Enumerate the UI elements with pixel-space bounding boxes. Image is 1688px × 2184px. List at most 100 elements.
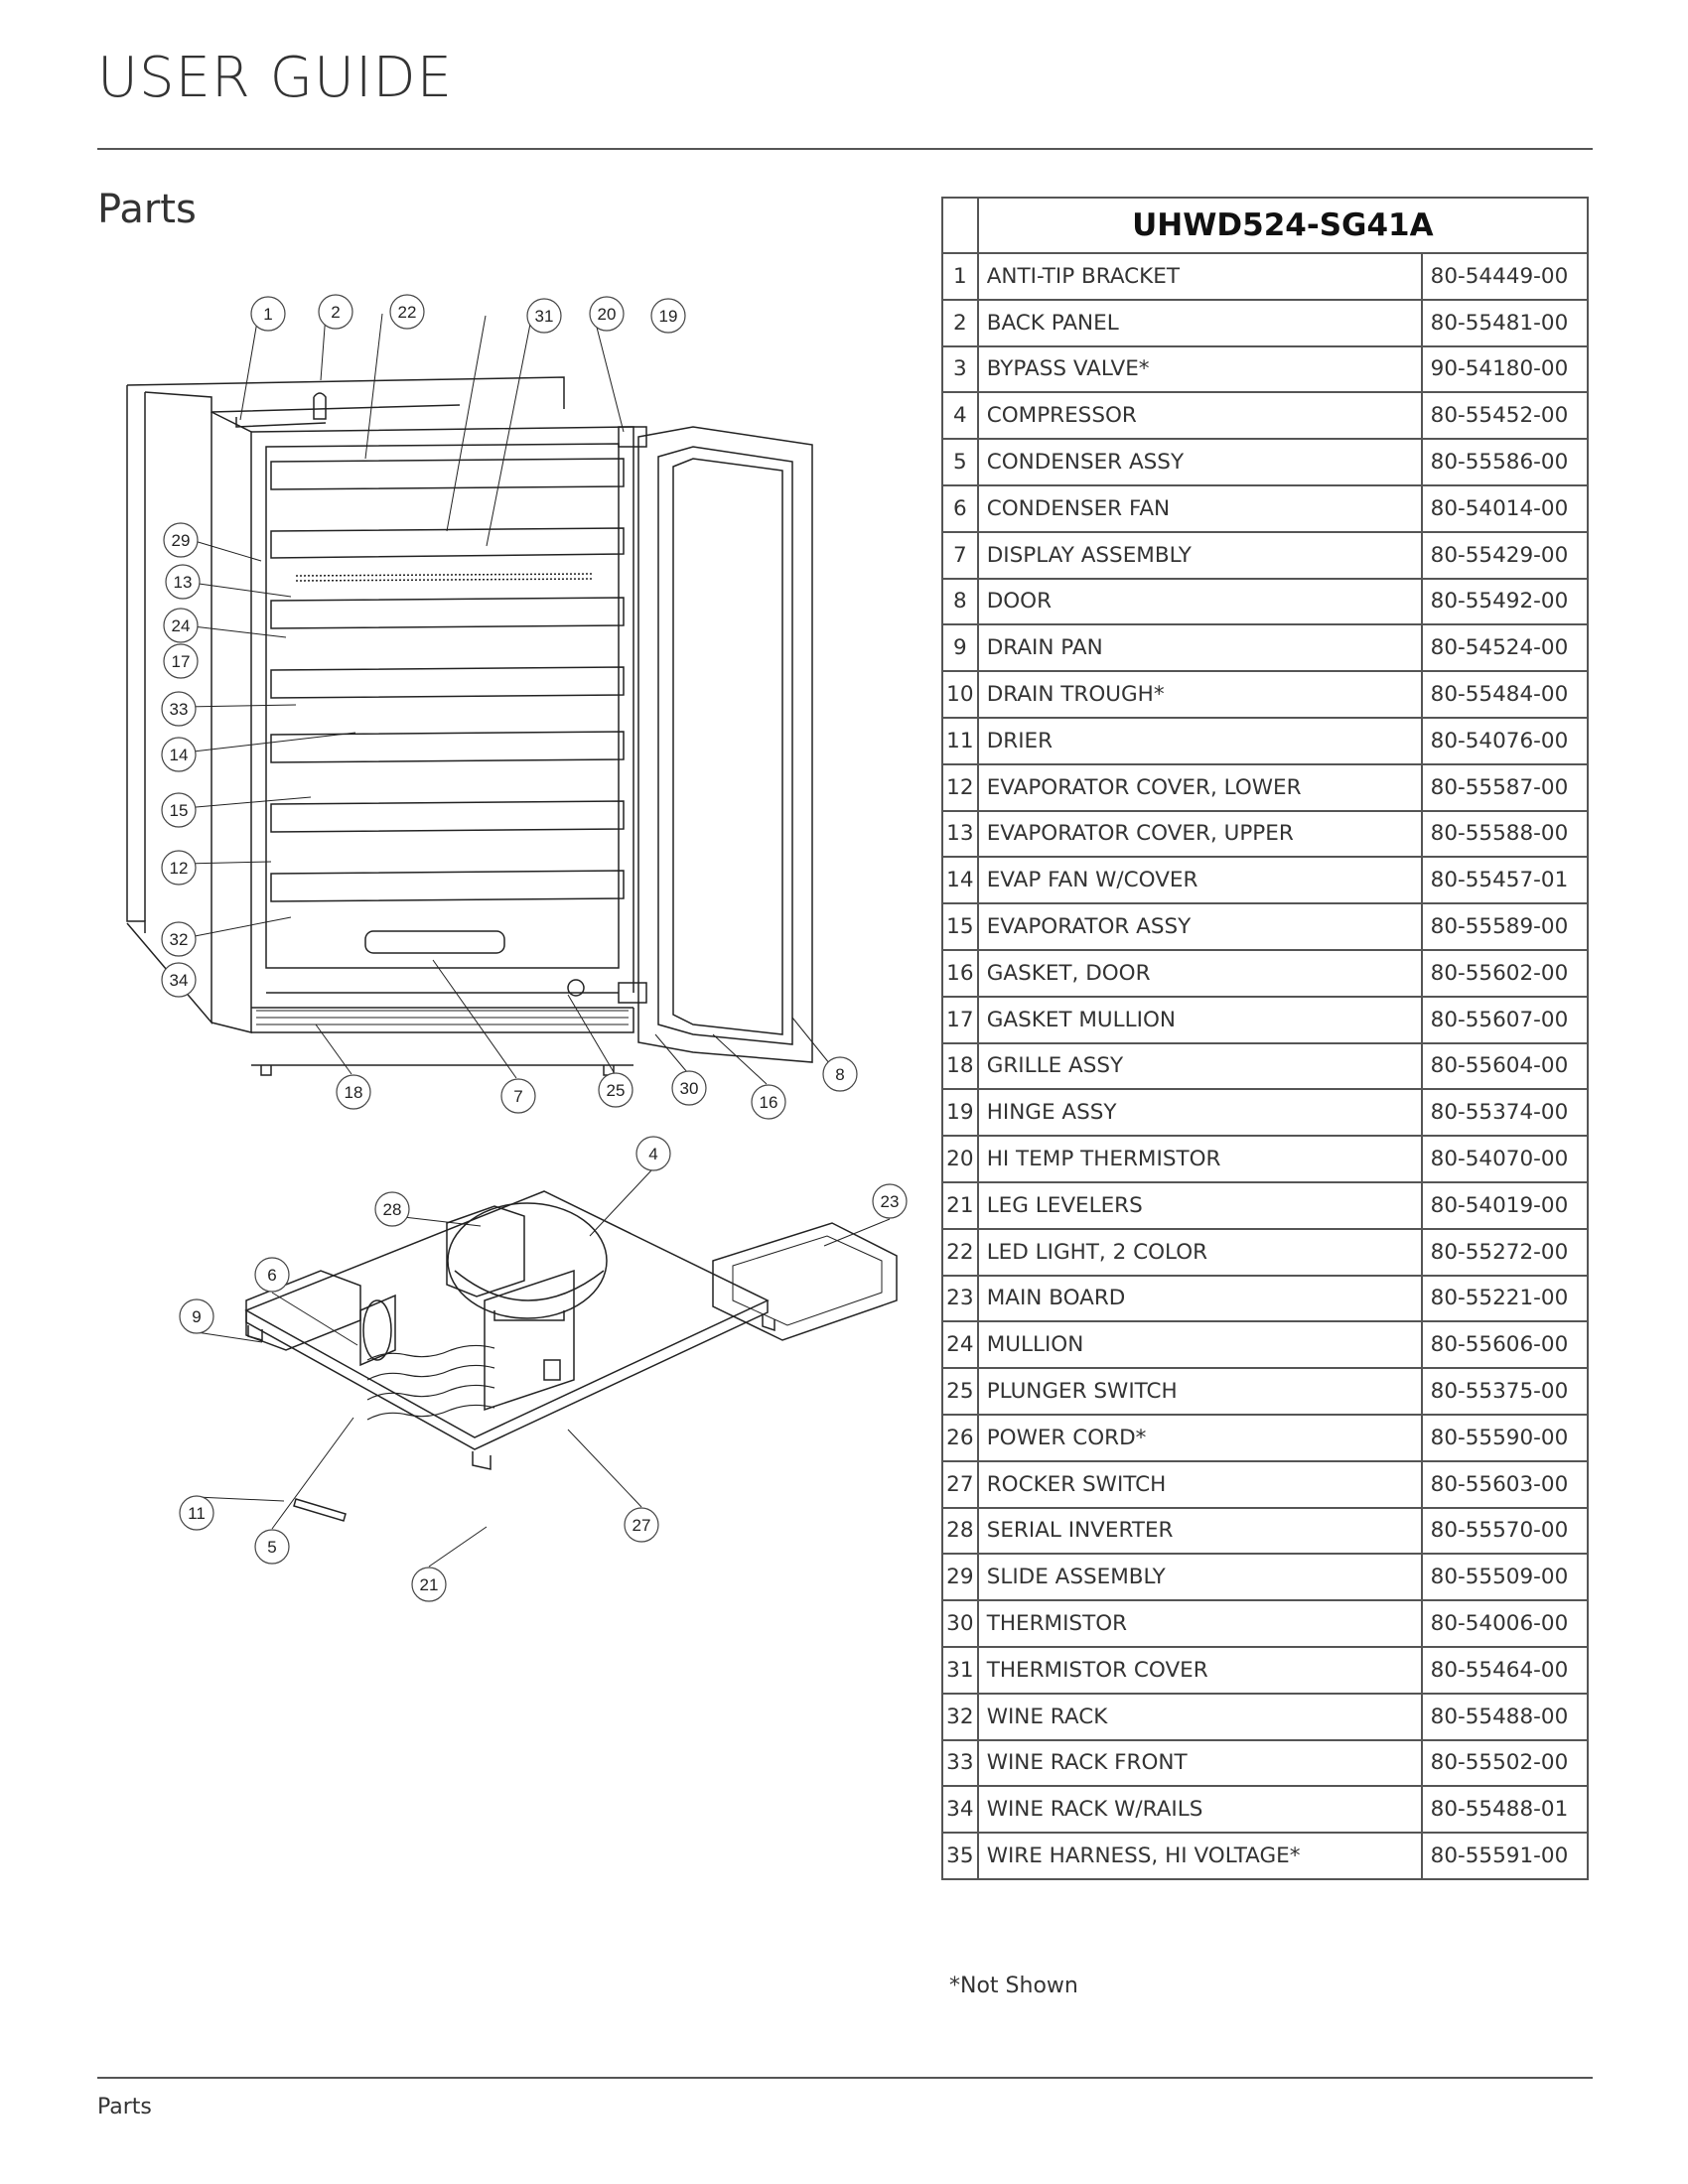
part-name: GASKET, DOOR — [976, 948, 1423, 998]
part-number: 80-55570-00 — [1420, 1506, 1590, 1556]
parts-diagram-svg: 1222312019291324173314151232341872530168… — [126, 294, 908, 1602]
item-number: 8 — [941, 577, 979, 626]
part-number: 80-55606-00 — [1420, 1320, 1590, 1370]
part-name: COMPRESSOR — [976, 391, 1423, 441]
callout-number: 21 — [420, 1575, 439, 1594]
part-number: 80-55602-00 — [1420, 948, 1590, 998]
part-number: 80-54524-00 — [1420, 623, 1590, 673]
callout-number: 4 — [648, 1145, 657, 1163]
item-number: 4 — [941, 391, 979, 441]
part-number: 80-54014-00 — [1420, 483, 1590, 533]
item-number: 35 — [941, 1832, 979, 1880]
item-number: 3 — [941, 344, 979, 394]
part-name: EVAP FAN W/COVER — [976, 856, 1423, 905]
callout-number: 5 — [267, 1538, 276, 1557]
item-number: 25 — [941, 1367, 979, 1416]
document-title: USER GUIDE — [97, 46, 454, 110]
part-number: 80-55375-00 — [1420, 1367, 1590, 1416]
footer-section-label: Parts — [97, 2095, 152, 2119]
part-name: THERMISTOR COVER — [976, 1645, 1423, 1695]
callout-number: 25 — [607, 1081, 626, 1100]
item-number: 17 — [941, 995, 979, 1044]
item-number: 5 — [941, 438, 979, 486]
section-title: Parts — [97, 187, 197, 232]
callout-number: 22 — [398, 303, 417, 322]
part-name: DRAIN TROUGH* — [976, 670, 1423, 719]
callout-number: 23 — [881, 1192, 900, 1211]
callout-number: 9 — [192, 1307, 201, 1326]
part-number: 80-55587-00 — [1420, 762, 1590, 812]
part-number: 80-55484-00 — [1420, 670, 1590, 719]
item-number: 33 — [941, 1738, 979, 1788]
part-name: PLUNGER SWITCH — [976, 1367, 1423, 1416]
parts-table-corner — [941, 197, 979, 254]
part-name: HI TEMP THERMISTOR — [976, 1135, 1423, 1183]
item-number: 10 — [941, 670, 979, 719]
part-number: 80-55603-00 — [1420, 1459, 1590, 1509]
part-name: DOOR — [976, 577, 1423, 626]
item-number: 13 — [941, 809, 979, 859]
part-number: 80-55591-00 — [1420, 1832, 1590, 1880]
header-divider — [97, 148, 1593, 150]
item-number: 28 — [941, 1506, 979, 1556]
callout-number: 20 — [598, 305, 617, 324]
callout-number: 33 — [170, 700, 189, 719]
callout-number: 12 — [170, 859, 189, 878]
part-name: POWER CORD* — [976, 1413, 1423, 1462]
item-number: 21 — [941, 1180, 979, 1230]
part-name: EVAPORATOR ASSY — [976, 902, 1423, 951]
part-number: 80-55607-00 — [1420, 995, 1590, 1044]
item-number: 23 — [941, 1274, 979, 1323]
item-number: 29 — [941, 1553, 979, 1602]
callout-number: 27 — [633, 1516, 651, 1535]
part-name: SERIAL INVERTER — [976, 1506, 1423, 1556]
callout-number: 16 — [760, 1093, 778, 1112]
part-number: 80-55488-01 — [1420, 1785, 1590, 1835]
part-number: 80-55221-00 — [1420, 1274, 1590, 1323]
callout-number: 32 — [170, 930, 189, 949]
part-name: BACK PANEL — [976, 298, 1423, 347]
part-number: 80-54070-00 — [1420, 1135, 1590, 1183]
item-number: 32 — [941, 1692, 979, 1741]
part-name: WIRE HARNESS, HI VOLTAGE* — [976, 1832, 1423, 1880]
item-number: 18 — [941, 1041, 979, 1091]
callout-number: 17 — [172, 652, 191, 671]
part-number: 80-55502-00 — [1420, 1738, 1590, 1788]
part-name: SLIDE ASSEMBLY — [976, 1553, 1423, 1602]
wine-cooler-drawing — [126, 376, 813, 1076]
item-number: 31 — [941, 1645, 979, 1695]
mechanical-base-drawing — [244, 1190, 898, 1522]
part-name: CONDENSER FAN — [976, 483, 1423, 533]
callout-number: 7 — [513, 1087, 522, 1106]
part-name: WINE RACK W/RAILS — [976, 1785, 1423, 1835]
part-number: 80-55429-00 — [1420, 530, 1590, 580]
callout-number: 18 — [345, 1083, 363, 1102]
part-name: WINE RACK FRONT — [976, 1738, 1423, 1788]
part-number: 80-55272-00 — [1420, 1227, 1590, 1277]
part-number: 80-55588-00 — [1420, 809, 1590, 859]
shelves — [270, 458, 625, 902]
part-name: DRAIN PAN — [976, 623, 1423, 673]
callout-number: 19 — [659, 307, 678, 326]
parts-table-header-row: UHWD524-SG41A — [941, 197, 1590, 254]
callout-number: 6 — [267, 1266, 276, 1285]
part-name: WINE RACK — [976, 1692, 1423, 1741]
